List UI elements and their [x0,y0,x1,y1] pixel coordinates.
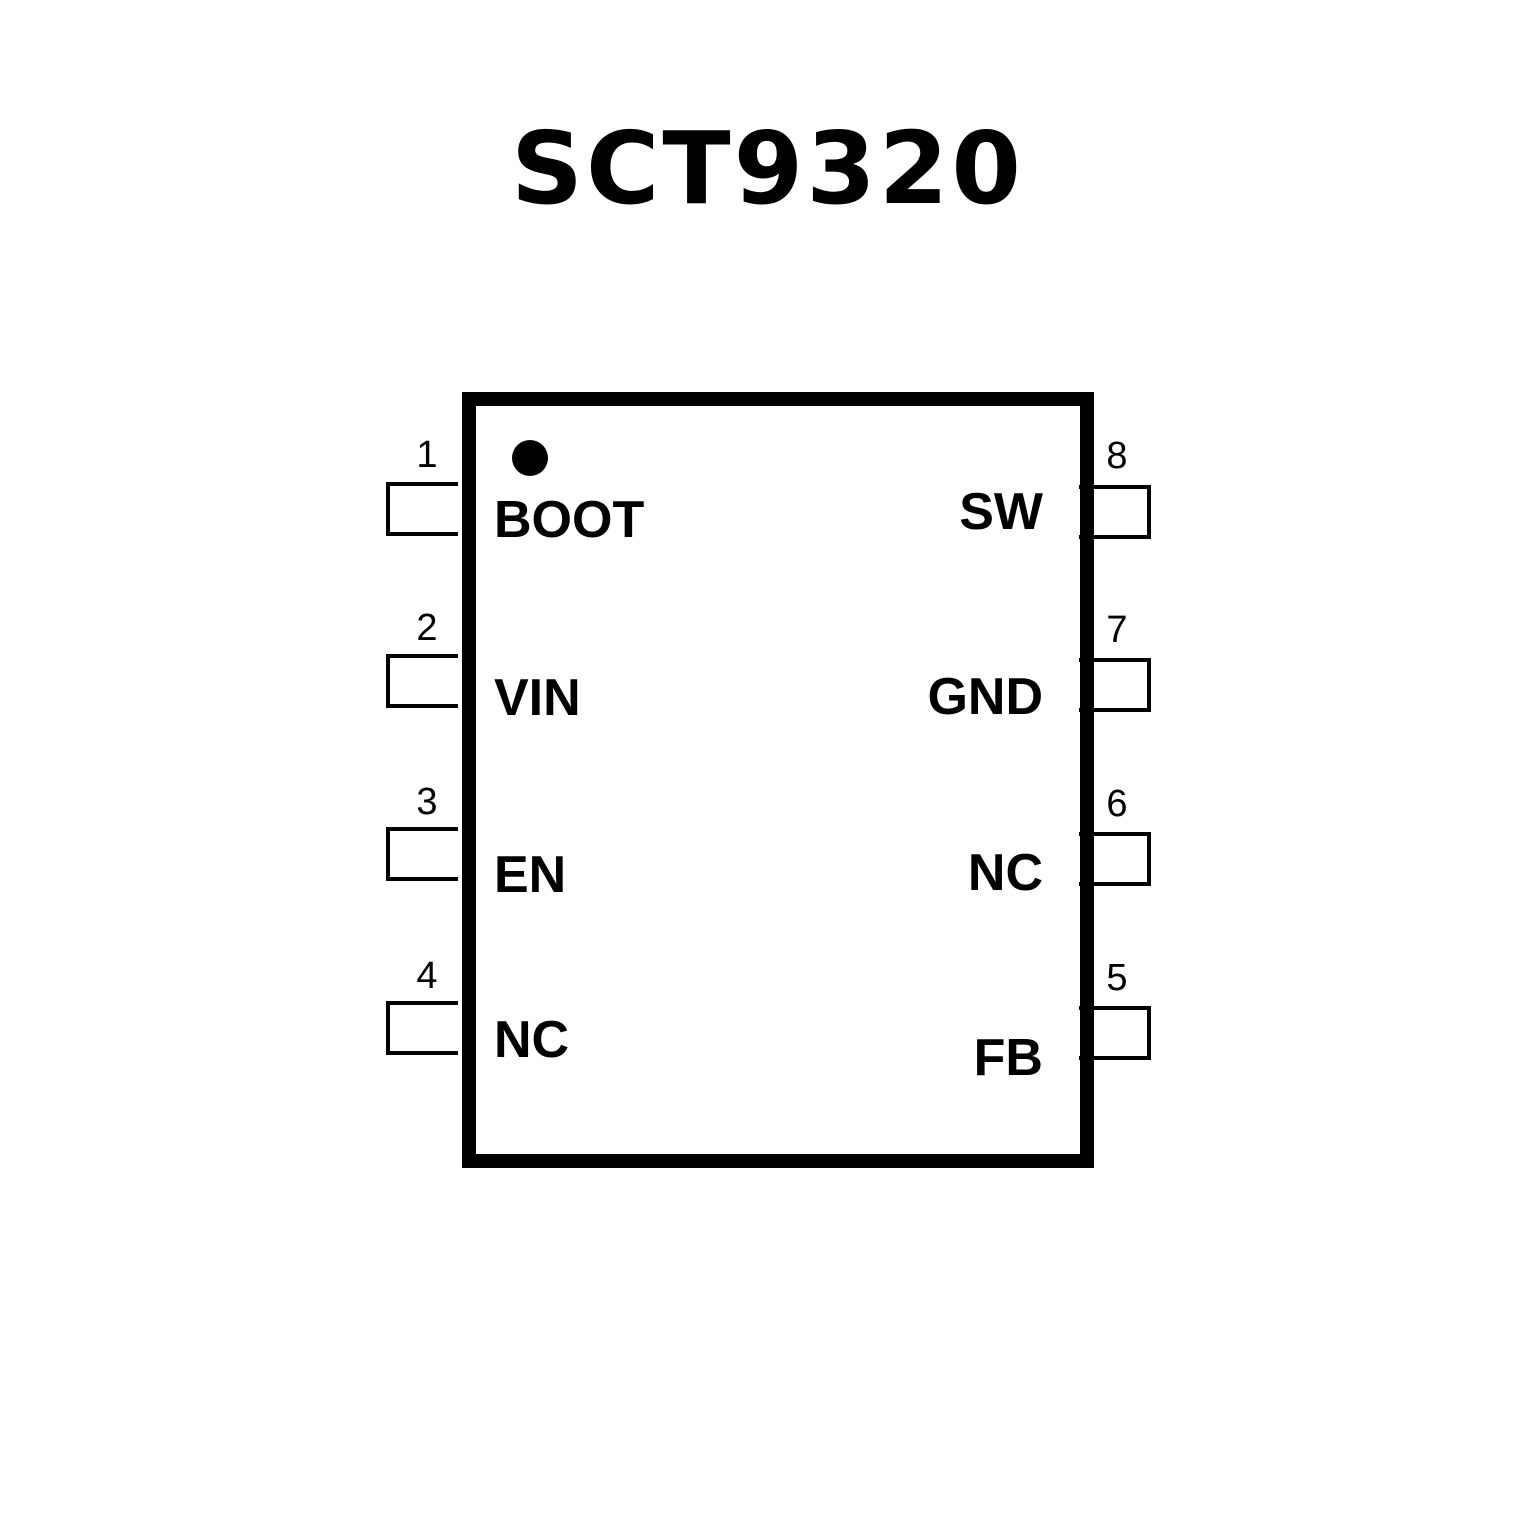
pin-3-label: EN [494,846,567,904]
pin-4-number: 4 [416,955,438,997]
pin-8-number: 8 [1106,435,1128,477]
pin-5-label: FB [973,1029,1043,1087]
pin-3-lead [386,827,458,881]
pin-6-number: 6 [1106,783,1128,825]
pin-2-label: VIN [494,669,581,727]
pin-6-label: NC [967,844,1043,902]
pin-6-lead [1079,832,1151,886]
pin-5-lead [1079,1006,1151,1060]
pin-2-number: 2 [416,607,438,649]
pin-7-number: 7 [1106,609,1128,651]
pin-4-lead [386,1001,458,1055]
pin-3-number: 3 [416,781,438,823]
pin-4-label: NC [494,1011,570,1069]
chip-body [462,392,1094,1168]
pin-1-number: 1 [416,434,438,476]
pin-8-lead [1079,485,1151,539]
chip-title: SCT9320 [511,110,1024,227]
pin-7-label: GND [927,668,1043,726]
pin-7-lead [1079,658,1151,712]
pin-8-label: SW [959,483,1043,541]
pin1-marker-dot [512,440,548,476]
pin-2-lead [386,654,458,708]
pin-1-lead [386,482,458,536]
pin-1-label: BOOT [494,491,645,549]
pin-5-number: 5 [1106,957,1128,999]
